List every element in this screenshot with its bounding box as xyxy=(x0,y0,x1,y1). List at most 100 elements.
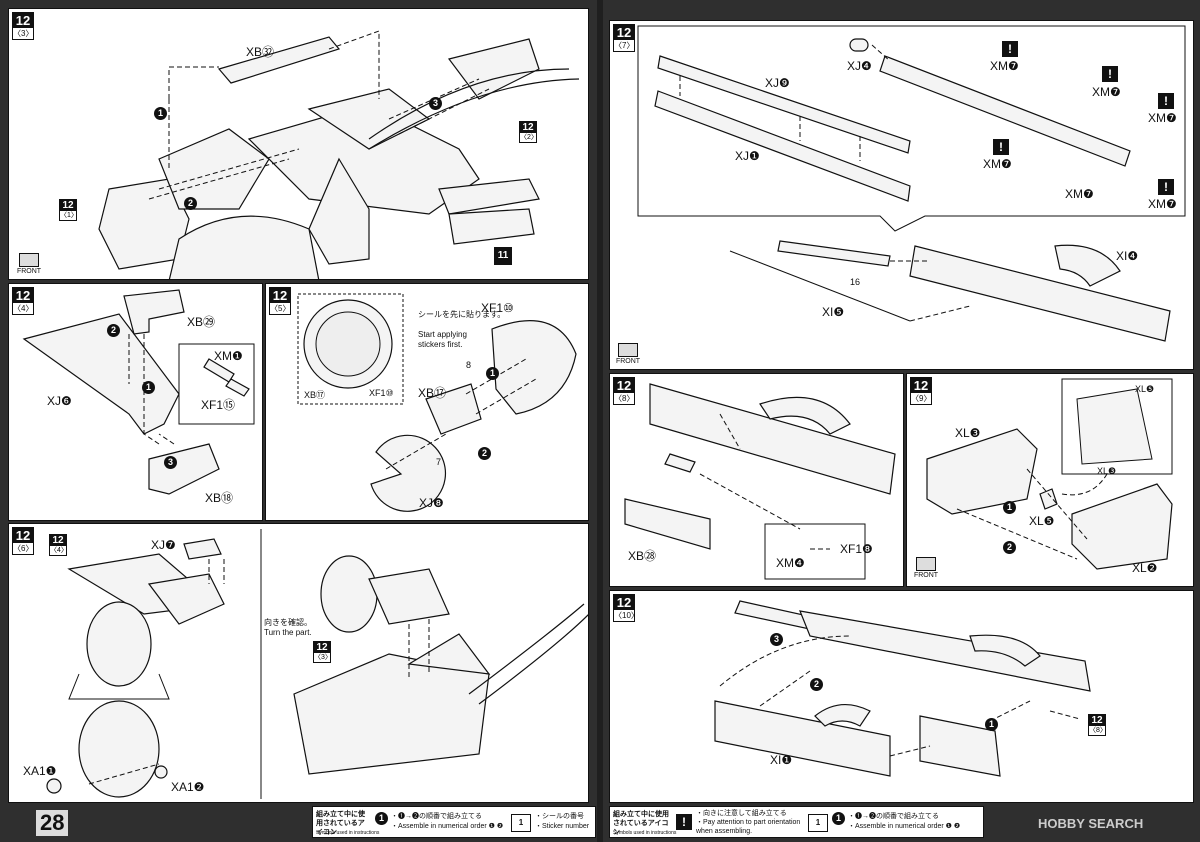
part-label-xj7: XJ❼ xyxy=(151,538,176,552)
page-number: 28 xyxy=(36,810,69,836)
part-label-xj6: XJ❻ xyxy=(47,394,72,408)
sticker-icon: 1 xyxy=(808,814,828,832)
orientation-note-jp: 向きを確認。 xyxy=(264,618,312,627)
part-label-xj9: XJ❾ xyxy=(765,76,790,90)
step-sub: 〈3〉 xyxy=(13,29,34,38)
warning-icon: ! xyxy=(1102,66,1118,82)
part-label-xm1: XM❶ xyxy=(214,349,243,363)
part-label-xb18: XB⑱ xyxy=(205,491,234,505)
part-label-xj8: XJ❽ xyxy=(419,496,444,510)
callout-2: 2 xyxy=(478,447,491,460)
part-label-xf1-15: XF1⑮ xyxy=(201,398,236,412)
assembly-drawing xyxy=(714,600,1091,777)
callout-2: 2 xyxy=(1003,541,1016,554)
callout-3: 3 xyxy=(429,97,442,110)
step-badge: 12〈5〉 xyxy=(269,287,291,315)
part-label-xj4: XJ❹ xyxy=(847,59,872,73)
inset-label-xl5: XL❺ xyxy=(1135,384,1155,394)
footer-assemble-jp: ・❶→❷の順番で組み立てる xyxy=(391,813,482,820)
ref-step-11: 11 xyxy=(494,247,512,265)
step-badge: 12〈7〉 xyxy=(613,24,635,52)
inset-label-xl3: XL❸ xyxy=(1097,466,1117,476)
part-label-xm7: XM❼ xyxy=(1065,187,1094,201)
part-label-xm7: XM❼ xyxy=(1148,197,1177,211)
symbols-footer: 組み立て中に使用されているアイコン Symbols used in instru… xyxy=(312,806,596,838)
sticker-note-en2: stickers first. xyxy=(418,340,463,349)
part-label-xi1: XI❶ xyxy=(770,753,793,767)
step-12-10-panel: 12〈10〉 XI❶ 12〈8〉 1 2 3 xyxy=(609,590,1194,803)
callout-2: 2 xyxy=(107,324,120,337)
step-number: 12 xyxy=(13,13,33,28)
part-label-xl5: XL❺ xyxy=(1029,514,1055,528)
footer-caution-en2: when assembling. xyxy=(696,828,753,835)
part-label-xm7: XM❼ xyxy=(983,157,1012,171)
symbols-footer: 組み立て中に使用されているアイコン Symbols used in instru… xyxy=(609,806,984,838)
sticker-note-jp: シールを先に貼ります。 xyxy=(418,310,506,319)
sticker-number-8: 8 xyxy=(466,360,472,370)
callout-2: 2 xyxy=(810,678,823,691)
part-label-xi5: XI❺ xyxy=(822,305,845,319)
step-12-8-panel: 12〈8〉 XB㉘ XM❹ XF1❽ xyxy=(609,373,904,587)
sticker-number-16: 16 xyxy=(850,277,861,287)
callout-1: 1 xyxy=(142,381,155,394)
assembly-drawing xyxy=(624,383,896,580)
callout-3: 3 xyxy=(164,456,177,469)
part-label-xf1-10: XF1⑩ xyxy=(481,301,514,315)
watermark-logo: HOBBY SEARCH xyxy=(1038,816,1144,831)
front-icon xyxy=(916,557,936,571)
assembly-drawing xyxy=(297,293,577,512)
part-label-xl3: XL❸ xyxy=(955,426,981,440)
front-indicator: FRONT xyxy=(912,557,940,579)
front-icon xyxy=(19,253,39,267)
ref-step-12-3: 12〈3〉 xyxy=(313,641,332,663)
footer-caution-en1: ・Pay attention to part orientation xyxy=(696,819,801,826)
part-label-xl2: XL❷ xyxy=(1132,561,1158,575)
caution-icon: ! xyxy=(676,814,692,830)
assembly-drawing xyxy=(22,289,255,495)
warning-icon: ! xyxy=(1158,179,1174,195)
callout-1: 1 xyxy=(154,107,167,120)
front-icon xyxy=(618,343,638,357)
part-label-xi4: XI❹ xyxy=(1116,249,1139,263)
part-label-xa1-2: XA1❷ xyxy=(171,780,205,794)
step-12-4-panel: 12〈4〉 XB㉙ XM❶ XF1⑮ XJ❻ XB⑱ 1 2 3 xyxy=(8,283,263,521)
footer-icons-title-en: Symbols used in instructions xyxy=(613,830,677,836)
part-label-xj1: XJ❶ xyxy=(735,149,760,163)
assembly-drawing xyxy=(637,25,1186,342)
assembly-drawing xyxy=(46,529,588,799)
ref-step-12-1: 12〈1〉 xyxy=(59,199,78,221)
part-label-xb29: XB㉙ xyxy=(187,315,216,329)
callout-1: 1 xyxy=(1003,501,1016,514)
footer-assemble-jp: ・❶→❷の順番で組み立てる xyxy=(848,813,939,820)
step-12-7-panel: 12〈7〉 XJ❾ XJ❶ XJ❹ ! XM❼ ! XM❼ xyxy=(609,20,1194,370)
front-indicator: FRONT xyxy=(614,343,642,365)
step-badge: 12〈10〉 xyxy=(613,594,639,622)
ref-step-12-8: 12〈8〉 xyxy=(1088,714,1107,736)
warning-icon: ! xyxy=(1158,93,1174,109)
callout-3: 3 xyxy=(770,633,783,646)
part-label-xb17: XB⑰ xyxy=(418,386,447,400)
part-label-xm7: XM❼ xyxy=(1092,85,1121,99)
footer-icons-title-jp: 組み立て中に使用されているアイコン xyxy=(316,811,365,836)
sticker-note-en1: Start applying xyxy=(418,330,467,339)
warning-icon: ! xyxy=(993,139,1009,155)
assembly-drawing xyxy=(926,378,1173,570)
front-indicator: FRONT xyxy=(15,253,43,275)
part-label-xb28: XB㉘ xyxy=(628,549,657,563)
numbered-step-icon: 1 xyxy=(375,812,388,825)
right-page: 12〈7〉 XJ❾ XJ❶ XJ❹ ! XM❼ ! XM❼ xyxy=(603,0,1200,842)
step-badge: 12〈8〉 xyxy=(613,377,635,405)
footer-icons-title-jp: 組み立て中に使用されているアイコン xyxy=(613,811,669,836)
footer-caution-jp: ・向きに注意して組み立てる xyxy=(696,810,787,817)
step-badge: 12〈6〉 xyxy=(12,527,34,555)
orientation-note-en: Turn the part. xyxy=(264,628,312,637)
footer-assemble-en: ・Assemble in numerical order ❶ ❷ xyxy=(391,823,504,830)
warning-icon: ! xyxy=(1002,41,1018,57)
assembly-drawing xyxy=(98,30,580,279)
step-12-9-panel: 12〈9〉 XL❸ XL❺ XL❷ XL❺ XL❸ 1 2 FRONT xyxy=(906,373,1194,587)
callout-1: 1 xyxy=(985,718,998,731)
inset-label-xf1-10: XF1⑩ xyxy=(369,388,394,398)
numbered-step-icon: 1 xyxy=(832,812,845,825)
page-gutter xyxy=(597,0,603,842)
callout-1: 1 xyxy=(486,367,499,380)
